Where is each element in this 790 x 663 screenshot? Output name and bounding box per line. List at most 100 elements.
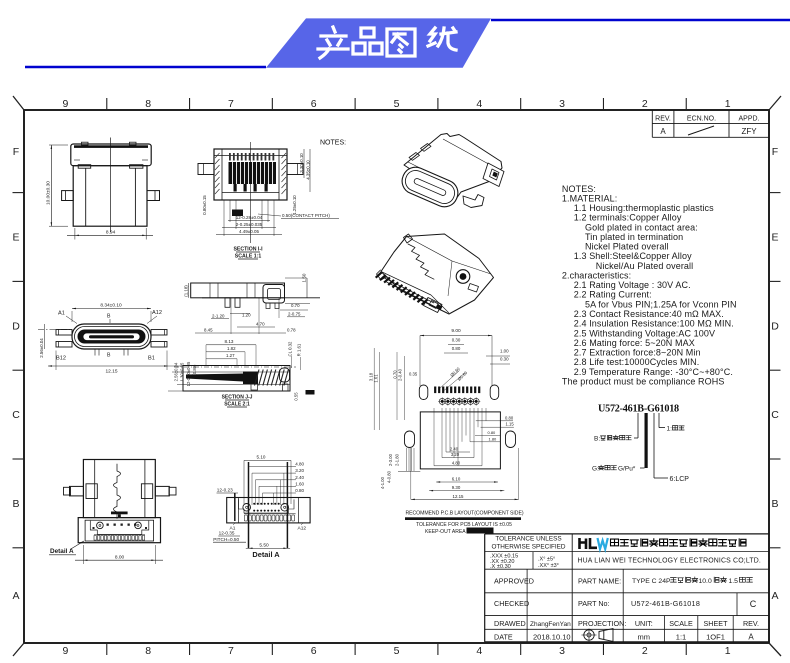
- svg-text:2.3 Contact Resistance:40 mΩ M: 2.3 Contact Resistance:40 mΩ MAX.: [574, 309, 724, 319]
- svg-text:1: 1: [725, 645, 731, 657]
- svg-text:2: 2: [642, 645, 648, 657]
- svg-text:CL 0.32: CL 0.32: [288, 341, 293, 357]
- svg-text:F: F: [13, 146, 19, 158]
- svg-text:The product must be compliance: The product must be compliance ROHS: [562, 376, 725, 386]
- svg-text:2-3.00: 2-3.00: [388, 453, 393, 466]
- svg-text:6: 6: [311, 98, 317, 110]
- svg-text:D: D: [12, 320, 20, 332]
- svg-text:B12: B12: [56, 356, 66, 362]
- svg-text:.XX° ±3°: .XX° ±3°: [538, 563, 559, 569]
- svg-text:B1: B1: [148, 356, 155, 362]
- svg-text:1.1 Housing:thermoplastic plas: 1.1 Housing:thermoplastic plastics: [574, 203, 714, 213]
- svg-text:ZhangFenYan: ZhangFenYan: [530, 621, 571, 628]
- svg-text:REV.: REV.: [655, 116, 671, 123]
- svg-text:KEEP-OUT AREA: KEEP-OUT AREA: [425, 529, 466, 535]
- svg-text:PART No:: PART No:: [578, 599, 610, 608]
- svg-text:3.30±0.10: 3.30±0.10: [299, 153, 304, 173]
- svg-text:5A for Vbus PIN;1.25A for Vcon: 5A for Vbus PIN;1.25A for Vconn PIN: [585, 299, 737, 309]
- svg-text:.X° ±5°: .X° ±5°: [538, 557, 555, 563]
- svg-text:3: 3: [559, 645, 565, 657]
- svg-text:A12: A12: [298, 525, 307, 531]
- svg-text:12-0.28±0.04: 12-0.28±0.04: [236, 215, 263, 220]
- svg-text:2.characteristics:: 2.characteristics:: [562, 270, 631, 280]
- svg-text:0.30: 0.30: [500, 357, 509, 362]
- svg-text:B: B: [771, 498, 778, 510]
- svg-text:1:: 1:: [667, 426, 673, 433]
- svg-text:9.00: 9.00: [451, 328, 461, 334]
- svg-text:G:: G:: [592, 466, 599, 473]
- svg-text:DRAWED: DRAWED: [494, 619, 526, 628]
- svg-text:1.82: 1.82: [227, 346, 236, 351]
- svg-text:7: 7: [228, 98, 234, 110]
- svg-text:A1: A1: [230, 525, 236, 531]
- svg-text:3.20: 3.20: [451, 452, 460, 457]
- svg-text:0.80: 0.80: [505, 415, 514, 420]
- svg-text:SECTION J-J: SECTION J-J: [222, 395, 253, 401]
- svg-text:1.20: 1.20: [242, 313, 251, 318]
- svg-text:Nickel Plated overall: Nickel Plated overall: [585, 242, 669, 252]
- svg-text:8: 8: [145, 98, 151, 110]
- svg-text:C: C: [12, 409, 20, 421]
- svg-text:UNIT:: UNIT:: [635, 619, 653, 628]
- svg-text:2.1 Rating Voltage : 30V AC.: 2.1 Rating Voltage : 30V AC.: [574, 280, 691, 290]
- svg-text:1.50: 1.50: [302, 273, 307, 282]
- svg-text:D: D: [771, 320, 779, 332]
- svg-text:0.70: 0.70: [393, 370, 398, 379]
- svg-text:(1.18): (1.18): [184, 285, 189, 297]
- svg-text:B:: B:: [594, 436, 600, 443]
- svg-text:2: 2: [642, 98, 648, 110]
- svg-text:1.80: 1.80: [489, 436, 498, 441]
- svg-text:12.15: 12.15: [105, 369, 117, 375]
- svg-text:1.MATERIAL:: 1.MATERIAL:: [562, 193, 617, 203]
- svg-text:1.60: 1.60: [295, 481, 304, 486]
- svg-text:F: F: [772, 146, 778, 158]
- svg-text:C: C: [771, 409, 779, 421]
- svg-text:0.35: 0.35: [409, 372, 418, 377]
- svg-text:PROJECTION:: PROJECTION:: [578, 619, 626, 628]
- svg-text:12-0.70±0.05: 12-0.70±0.05: [186, 361, 191, 386]
- svg-text:SCALE 2:1: SCALE 2:1: [224, 402, 250, 408]
- svg-text:2-0.25±0.035: 2-0.25±0.035: [236, 222, 263, 227]
- svg-text:2-0.75: 2-0.75: [288, 312, 301, 317]
- svg-text:2.40: 2.40: [295, 475, 304, 480]
- svg-text:1.00: 1.00: [500, 349, 509, 354]
- svg-text:3: 3: [559, 98, 565, 110]
- svg-text:TYPE C 24P: TYPE C 24P: [632, 578, 671, 585]
- svg-text:4.35±0.10: 4.35±0.10: [306, 160, 311, 180]
- svg-text:1.5: 1.5: [729, 578, 739, 585]
- svg-text:2.2 Rating Current:: 2.2 Rating Current:: [574, 290, 652, 300]
- svg-text:2.56±0.04: 2.56±0.04: [39, 338, 44, 358]
- svg-text:6.10: 6.10: [452, 477, 461, 482]
- svg-text:5.50: 5.50: [259, 543, 269, 549]
- svg-text:Gold plated in contact area:: Gold plated in contact area:: [585, 222, 698, 232]
- svg-text:SCALE: SCALE: [669, 619, 693, 628]
- svg-text:0.80±0.15: 0.80±0.15: [202, 195, 207, 215]
- svg-text:.XXX ±0.15: .XXX ±0.15: [490, 554, 518, 560]
- svg-text:DATE: DATE: [494, 633, 513, 642]
- svg-text:9: 9: [62, 645, 68, 657]
- svg-text:8.45: 8.45: [204, 328, 213, 333]
- svg-text:10.0: 10.0: [699, 578, 712, 585]
- svg-text:2-1.80: 2-1.80: [395, 453, 400, 466]
- svg-text:B: B: [12, 498, 19, 510]
- svg-text:.X ±0.30: .X ±0.30: [490, 564, 511, 570]
- svg-text:SHEET: SHEET: [704, 619, 729, 628]
- svg-text:8.34±0.10: 8.34±0.10: [100, 303, 122, 309]
- svg-text:B: B: [107, 353, 111, 359]
- svg-text:4-0.80: 4-0.80: [387, 470, 392, 483]
- svg-text:9: 9: [62, 98, 68, 110]
- svg-text:3.18: 3.18: [369, 372, 374, 381]
- svg-text:CHECKED: CHECKED: [494, 599, 529, 608]
- svg-text:8.00: 8.00: [115, 555, 125, 561]
- svg-text:7: 7: [228, 645, 234, 657]
- svg-text:1:1: 1:1: [676, 633, 686, 642]
- svg-text:2.8 Life test:10000Cycles MIN.: 2.8 Life test:10000Cycles MIN.: [574, 357, 700, 367]
- svg-text:4.80: 4.80: [295, 461, 304, 466]
- svg-text:APPD.: APPD.: [738, 116, 759, 123]
- svg-text:1.30±0.05: 1.30±0.05: [180, 362, 185, 381]
- svg-text:0.80: 0.80: [295, 488, 304, 493]
- svg-text:ZFY: ZFY: [741, 127, 757, 136]
- svg-text:TOLERANCE UNLESS: TOLERANCE UNLESS: [495, 536, 561, 543]
- svg-text:2.5 Withstanding Voltage:AC 10: 2.5 Withstanding Voltage:AC 100V: [574, 328, 715, 338]
- svg-text:SCALE 1:1: SCALE 1:1: [235, 254, 262, 260]
